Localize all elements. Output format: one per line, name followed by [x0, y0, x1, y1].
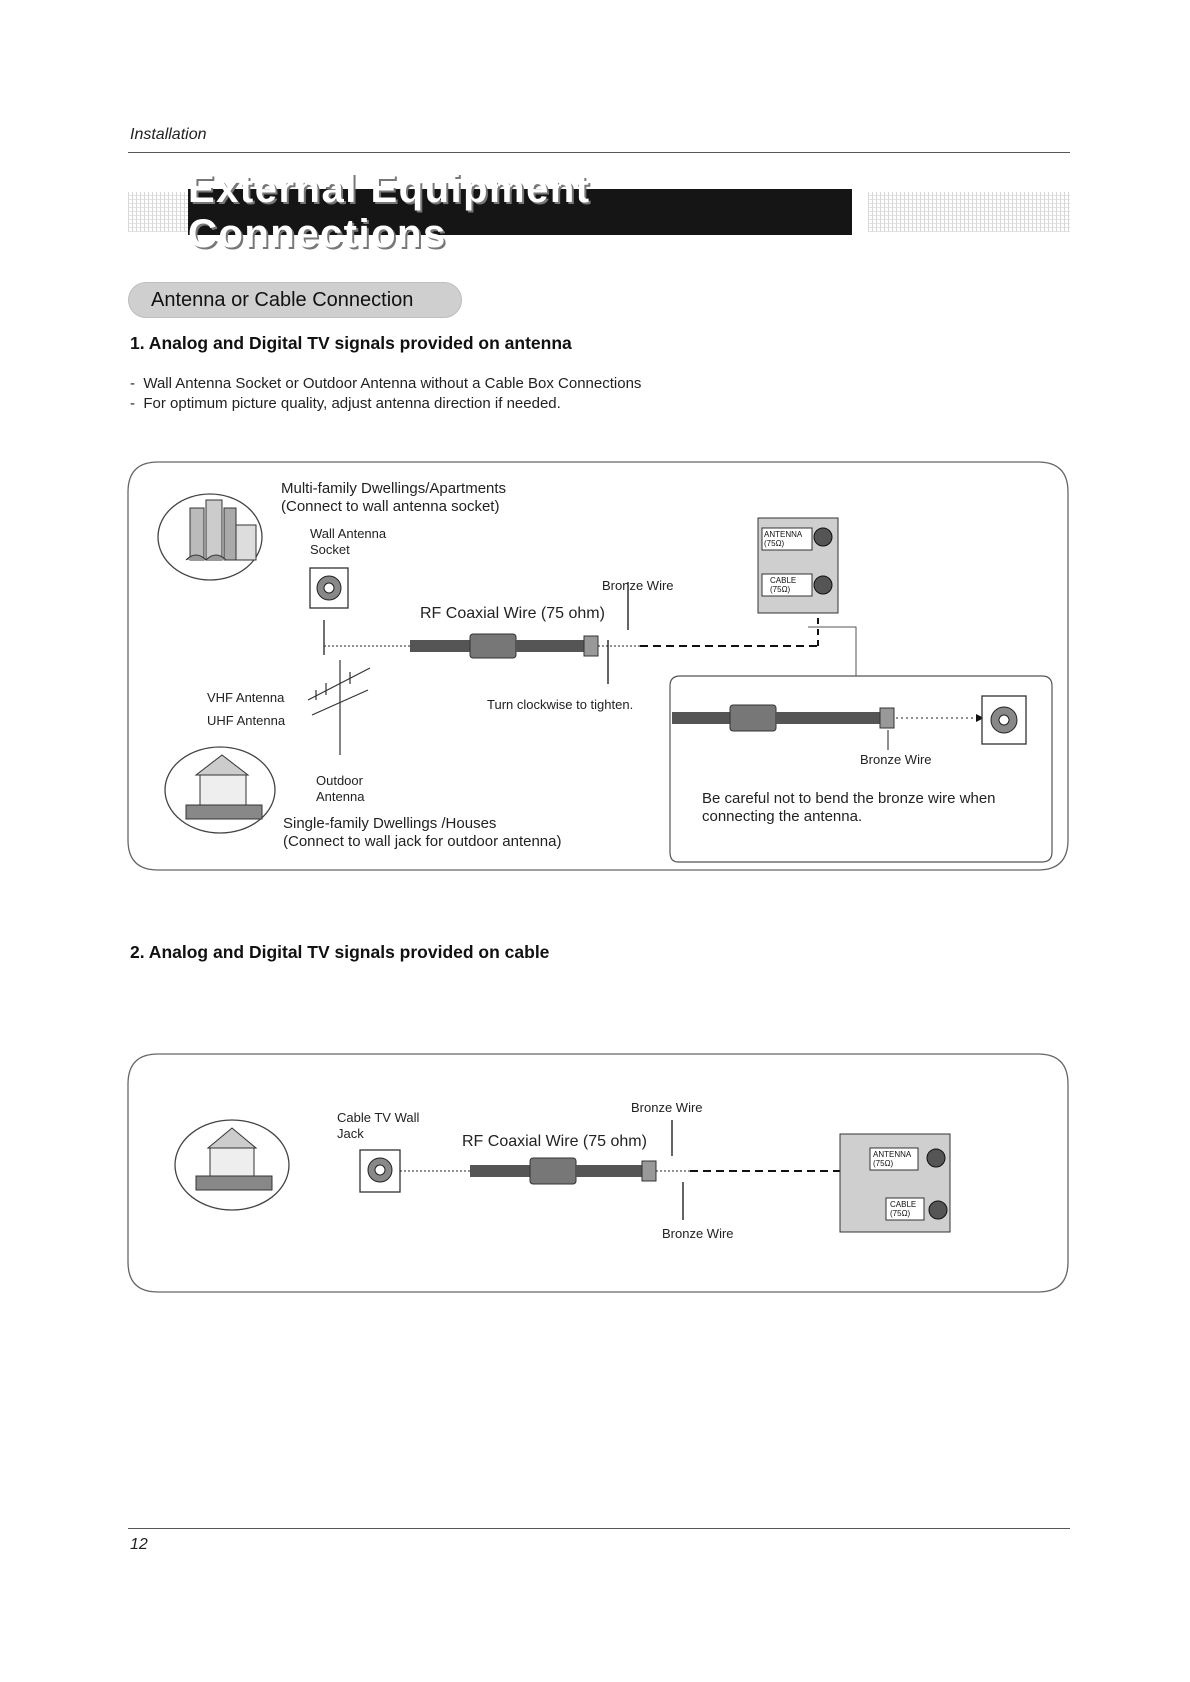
- panel-cable-text: CABLE: [770, 576, 797, 585]
- panel-antenna-ohm: (75Ω): [873, 1159, 894, 1168]
- rf-coaxial-cable-2: [470, 1157, 657, 1185]
- panel-cable-text: CABLE: [890, 1200, 917, 1209]
- tv-panel-2: [839, 1133, 951, 1233]
- caution-line2: connecting the antenna.: [702, 808, 863, 825]
- panel2-antenna-label: ANTENNA(75Ω): [873, 1150, 911, 1168]
- panel-antenna-text: ANTENNA: [764, 530, 803, 539]
- diagram1-frame: [127, 461, 1069, 871]
- turn-clockwise-label: Turn clockwise to tighten.: [487, 697, 634, 712]
- outdoor-antenna-icon: [307, 660, 371, 755]
- subsection-pill: Antenna or Cable Connection: [128, 282, 462, 318]
- inset-socket-icon: [981, 695, 1027, 745]
- vhf-label: VHF Antenna: [207, 690, 285, 705]
- part1-bullet-2: - For optimum picture quality, adjust an…: [130, 395, 561, 412]
- panel-antenna-ohm: (75Ω): [764, 539, 785, 548]
- rf-coaxial-cable-1: [410, 633, 599, 659]
- panel1-antenna-label: ANTENNA(75Ω): [764, 530, 802, 548]
- part1-heading: 1. Analog and Digital TV signals provide…: [130, 333, 572, 353]
- multi-family-line1: Multi-family Dwellings/Apartments: [281, 480, 507, 497]
- outdoor-line1: Outdoor: [316, 773, 363, 788]
- bullet-text: Wall Antenna Socket or Outdoor Antenna w…: [143, 375, 642, 392]
- panel-cable-ohm: (75Ω): [770, 585, 791, 594]
- bullet-text: For optimum picture quality, adjust ante…: [143, 395, 561, 412]
- diagram2-frame: [127, 1053, 1069, 1293]
- rf-wire-label-1: RF Coaxial Wire (75 ohm): [420, 605, 605, 622]
- wall-antenna-line2: Socket: [310, 542, 350, 557]
- cable-jack-line1: Cable TV Wall: [337, 1110, 420, 1125]
- page-title: External Equipment Connections: [188, 167, 591, 256]
- page-number: 12: [130, 1536, 148, 1553]
- house-illustration-2: [174, 1119, 290, 1211]
- wall-antenna-line1: Wall Antenna: [310, 526, 387, 541]
- panel-antenna-text: ANTENNA: [873, 1150, 912, 1159]
- single-family-line2: (Connect to wall jack for outdoor antenn…: [283, 833, 562, 850]
- section-label: Installation: [130, 126, 207, 143]
- single-family-label: Single-family Dwellings /Houses(Connect …: [283, 815, 562, 851]
- bronze-wire-bottom-label: Bronze Wire: [662, 1226, 734, 1241]
- subsection-title: Antenna or Cable Connection: [151, 288, 414, 311]
- banner-hatch-right: [868, 192, 1070, 232]
- bronze-wire-label-1: Bronze Wire: [602, 578, 674, 593]
- uhf-label: UHF Antenna: [207, 713, 286, 728]
- wall-antenna-socket-icon: [309, 567, 349, 609]
- rf-wire-label-2: RF Coaxial Wire (75 ohm): [462, 1133, 647, 1150]
- part2-heading: 2. Analog and Digital TV signals provide…: [130, 942, 550, 962]
- apartment-illustration: [157, 493, 263, 581]
- single-family-line1: Single-family Dwellings /Houses: [283, 815, 497, 832]
- panel1-cable-label: CABLE(75Ω): [770, 576, 796, 594]
- caution-text: Be careful not to bend the bronze wire w…: [702, 790, 996, 826]
- cable-jack-line2: Jack: [337, 1126, 364, 1141]
- banner-hatch-left: [128, 192, 188, 232]
- inset-frame: [669, 675, 1053, 863]
- outdoor-line2: Antenna: [316, 789, 365, 804]
- multi-family-label: Multi-family Dwellings/Apartments(Connec…: [281, 480, 506, 516]
- header-rule: [128, 152, 1070, 153]
- connector-line: [808, 626, 857, 676]
- house-illustration: [164, 746, 276, 834]
- bronze-wire-top-label: Bronze Wire: [631, 1100, 703, 1115]
- inset-bronze-label: Bronze Wire: [860, 752, 932, 767]
- title-banner: External Equipment Connections: [188, 167, 852, 256]
- caution-line1: Be careful not to bend the bronze wire w…: [702, 790, 996, 807]
- part1-bullet-1: - Wall Antenna Socket or Outdoor Antenna…: [130, 375, 642, 392]
- tv-panel-1: [757, 517, 839, 614]
- inset-arrow: [976, 714, 984, 722]
- footer-rule: [128, 1528, 1070, 1529]
- inset-cable: [672, 704, 895, 732]
- panel-cable-ohm: (75Ω): [890, 1209, 911, 1218]
- cable-wall-jack-icon: [359, 1149, 401, 1193]
- panel2-cable-label: CABLE(75Ω): [890, 1200, 916, 1218]
- multi-family-line2: (Connect to wall antenna socket): [281, 498, 500, 515]
